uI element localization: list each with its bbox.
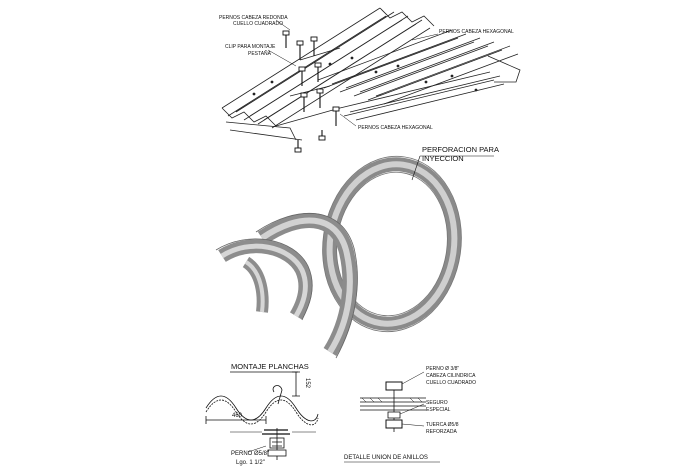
- ring-sections: [215, 155, 494, 359]
- joint-label-bolt: PERNO Ø 3/8": [426, 366, 459, 372]
- ring-joint-title: DETALLE UNION DE ANILLOS: [344, 455, 428, 461]
- label-clip-2: PESTAÑA: [248, 50, 272, 57]
- sheet-bolt: [230, 428, 316, 460]
- left-corrugated-plate: [221, 7, 435, 141]
- bolt-length: Lgo. 1 1/2": [236, 460, 265, 466]
- label-hex-bolt-right: PERNOS CABEZA HEXAGONAL: [439, 29, 514, 35]
- sheet-assembly-title: MONTAJE PLANCHAS: [231, 362, 309, 371]
- assembly-leaders: [267, 19, 439, 127]
- joint-label-bolt-2: CABEZA CILINDRICA: [426, 373, 476, 379]
- joint-bolt: [385, 381, 403, 432]
- corrugated-profile-inner: [205, 399, 319, 426]
- label-clip: CLIP PARA MONTAJE: [225, 44, 276, 50]
- bolt-label: PERNO Ø5/8": [231, 451, 269, 457]
- right-corrugated-plate: [317, 29, 521, 121]
- bolt-heads: [282, 30, 340, 153]
- perforation-leader: [411, 155, 421, 181]
- dim-height-value: 152: [304, 378, 310, 389]
- bolt-holes: [252, 56, 478, 96]
- plate-overlap-seam: [275, 47, 341, 127]
- joint-label-bolt-3: CUELLO CUADRADO: [426, 380, 476, 386]
- label-perforation: PERFORACION PARA: [422, 145, 499, 154]
- clip-hook: [272, 385, 283, 405]
- joint-label-nut: TUERCA Ø5/8: [426, 422, 459, 428]
- dim-width-line: [205, 416, 267, 424]
- half-ring-large: [255, 212, 358, 359]
- corrugated-plate-assembly: [221, 7, 521, 153]
- full-ring: [322, 155, 462, 333]
- dim-height-line: [292, 371, 300, 397]
- joint-leaders: [399, 371, 425, 427]
- arc-section-small: [215, 238, 313, 321]
- joint-label-lock-2: ESPECIAL: [426, 407, 451, 413]
- dim-width-value: 460: [232, 413, 243, 419]
- label-hex-bolt-bottom: PERNOS CABEZA HEXAGONAL: [358, 125, 433, 131]
- flange-hatch: [361, 397, 423, 403]
- bolt-label-leader: [247, 445, 267, 453]
- assembly-bolts: [285, 34, 337, 152]
- sheet-assembly-detail: [205, 371, 319, 460]
- ring-joint-detail: [360, 371, 426, 432]
- ring-flange-top: [360, 397, 426, 403]
- ring-flange-bottom: [360, 405, 426, 411]
- joint-label-nut-2: REFORZADA: [426, 429, 458, 435]
- joint-label-lock: SEGURO: [426, 400, 448, 406]
- label-square-neck-bolt-2: CUELLO CUADRADO: [233, 21, 283, 27]
- corrugated-profile: [205, 395, 319, 422]
- label-perforation-2: INYECCION: [422, 154, 464, 163]
- label-square-neck-bolt: PERNOS CABEZA REDONDA: [219, 15, 288, 21]
